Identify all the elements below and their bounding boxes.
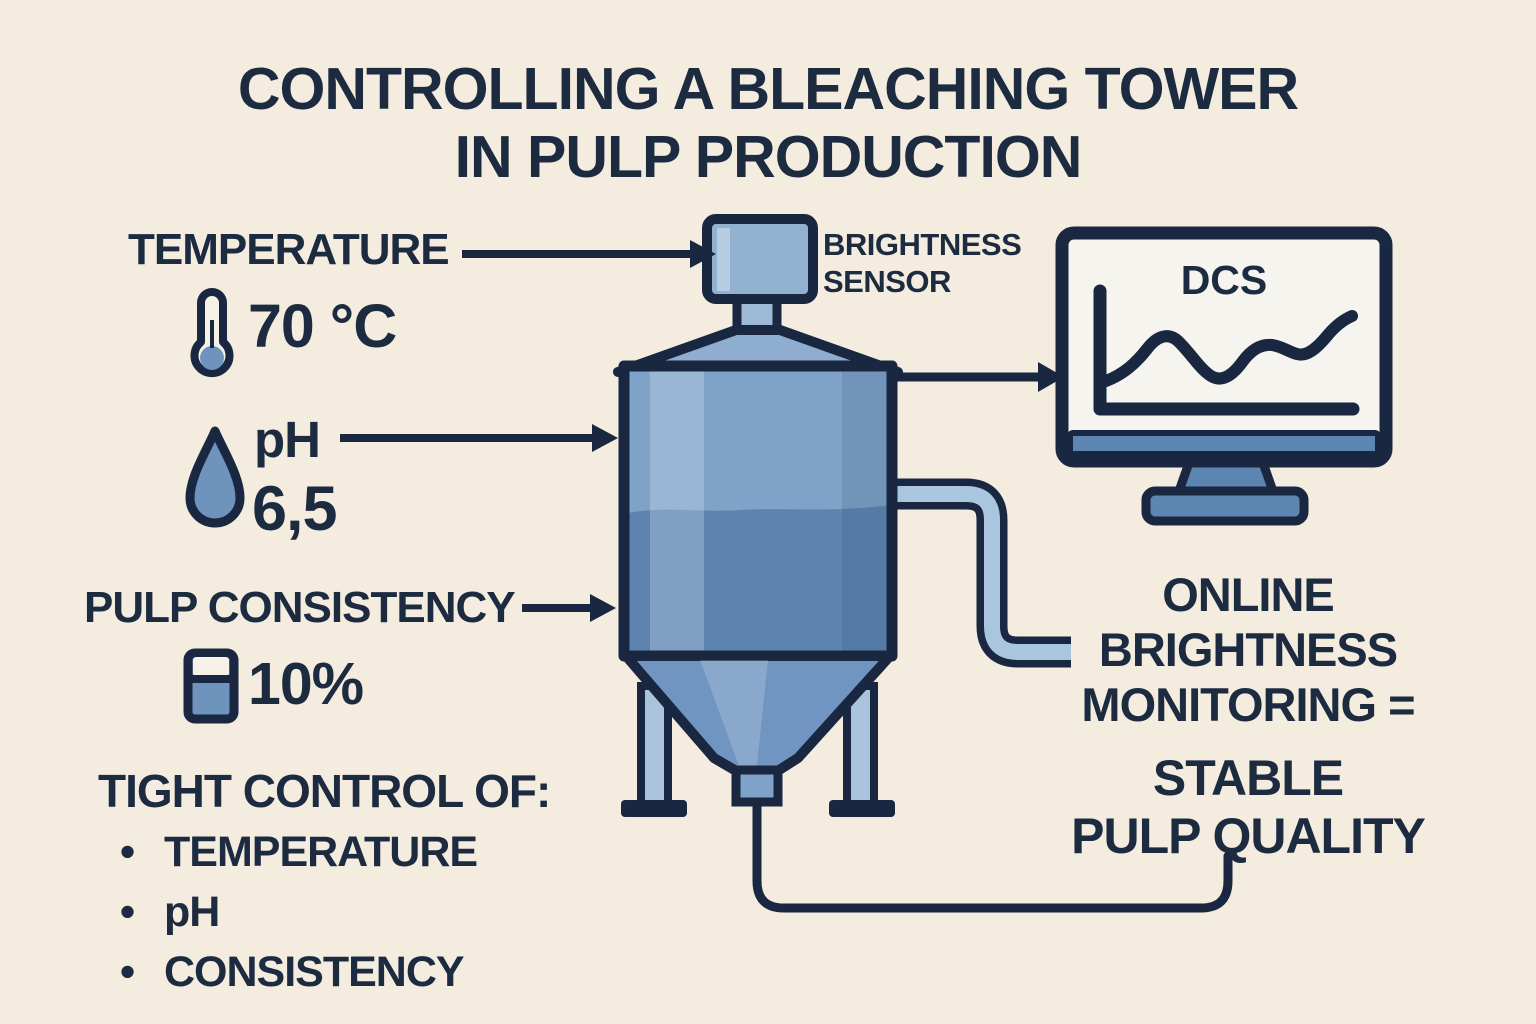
temperature-label: TEMPERATURE [128,225,450,274]
result-line-pulp-quality: PULP QUALITY [1071,808,1426,865]
tower-body [618,360,898,662]
ph-value: 6,5 [252,474,338,544]
tower-outlet [731,765,783,807]
droplet-icon [185,426,245,528]
temperature-value: 70 °C [248,292,397,360]
control-list-item-temperature: • TEMPERATURE [98,831,550,874]
dcs-chart-axes [1093,284,1360,416]
pulp-consistency-label: PULP CONSISTENCY [84,583,516,632]
result-line-online: ONLINE [1162,568,1335,621]
pulp-liquid [624,505,892,656]
temperature-arrow [462,240,716,268]
connector-line [752,795,1233,913]
page-title: CONTROLLING A BLEACHING TOWER IN PULP PR… [0,56,1536,192]
bleaching-tower [613,214,903,817]
bullet-glyph: • [120,948,135,996]
consistency-arrow [522,594,616,622]
title-line-1: CONTROLLING A BLEACHING TOWER [237,56,1299,122]
control-list-heading: TIGHT CONTROL OF: [98,765,551,817]
pulp-consistency-value: 10% [248,651,364,717]
ph-label: pH [254,411,321,468]
result-line-brightness: BRIGHTNESS [1098,622,1398,676]
control-item-label: CONSISTENCY [164,948,465,996]
control-item-label: TEMPERATURE [164,828,478,876]
bullet-glyph: • [120,828,135,876]
monitor-stand-base [1141,486,1309,526]
control-list: TIGHT CONTROL OF: • TEMPERATURE • pH • CONS… [98,765,551,994]
title-line-2: IN PULP PRODUCTION [454,123,1083,190]
control-list-item-consistency: • CONSISTENCY [98,951,550,994]
dcs-trend-line [1100,310,1358,387]
brightness-sensor-label-line-2: SENSOR [823,264,951,300]
result-line-stable: STABLE [1152,749,1344,806]
dcs-monitor [1055,226,1393,526]
result-line-monitoring: MONITORING = [1081,677,1415,731]
control-list-item-ph: • pH [98,891,550,934]
ph-arrow [340,424,618,452]
dcs-screen-title: DCS [1180,257,1268,303]
control-item-label: pH [164,888,220,936]
tower-to-dcs-arrow [896,362,1064,392]
brightness-sensor-label: BRIGHTNESS SENSOR [823,226,1022,300]
beaker-icon [183,648,239,724]
brightness-sensor-box [702,214,818,304]
outlet-pipe [888,478,1071,668]
thermometer-icon [190,288,234,378]
monitor-bezel-strip [1067,430,1381,457]
brightness-sensor-label-line-1: BRIGHTNESS [823,227,1022,262]
result-text-block: ONLINE BRIGHTNESS MONITORING = STABLE PU… [1058,568,1438,866]
bullet-glyph: • [120,888,135,936]
